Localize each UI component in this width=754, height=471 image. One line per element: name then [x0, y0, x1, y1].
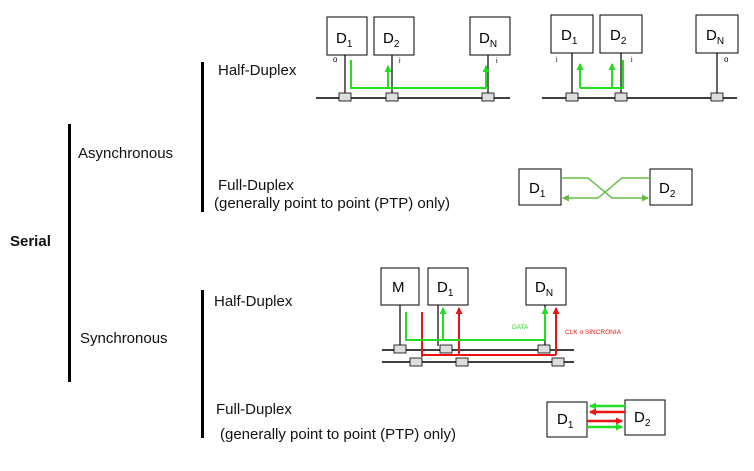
- in-marker: i: [631, 57, 633, 64]
- serial-bracket: [68, 124, 71, 382]
- clock-annotation: CLK o SINCRONIA: [565, 329, 622, 336]
- data-annotation: DATA: [512, 324, 529, 331]
- device-d2-box: D2: [599, 14, 643, 54]
- device-d1-box: D1: [427, 267, 469, 306]
- half-duplex-async-label: Half-Duplex: [218, 62, 297, 79]
- device-d1-box: D1: [550, 14, 594, 54]
- device-master-label: M: [392, 279, 405, 296]
- sync-full-duplex: D1 D2: [546, 399, 666, 438]
- async-half-duplex-right: D1 D2 DN i i o: [542, 14, 739, 102]
- device-d2-label: D: [634, 409, 645, 426]
- full-duplex-sync-note: (generally point to point (PTP) only): [220, 426, 456, 443]
- full-duplex-async-label: Full-Duplex: [218, 177, 294, 194]
- device-dn-label: D: [535, 279, 546, 296]
- device-d2-label: D: [659, 180, 670, 197]
- in-marker: i: [556, 57, 558, 64]
- serial-label: Serial: [10, 233, 51, 250]
- svg-text:D1: D1: [529, 180, 546, 200]
- device-dn-box: DN: [469, 16, 511, 56]
- svg-text:DN: DN: [479, 30, 497, 50]
- svg-text:D2: D2: [610, 27, 627, 47]
- svg-text:DN: DN: [535, 279, 553, 299]
- full-duplex-async-note: (generally point to point (PTP) only): [214, 195, 450, 212]
- device-dn-label: D: [706, 27, 717, 44]
- device-d1-label: D: [437, 279, 448, 296]
- in-marker: i: [496, 58, 498, 65]
- sync-half-duplex: M D1 DN DATA CLK o SINCRONIA: [380, 267, 622, 367]
- device-d1-box: D1: [326, 16, 368, 56]
- half-duplex-sync-label: Half-Duplex: [214, 293, 293, 310]
- svg-text:D2: D2: [634, 409, 651, 429]
- svg-text:D1: D1: [336, 30, 353, 50]
- async-half-duplex-left: D1 D2 DN o i i: [316, 16, 511, 102]
- device-master-box: M: [380, 267, 420, 306]
- device-d2-box: D2: [624, 399, 666, 436]
- device-d1-box: D1: [518, 168, 562, 206]
- svg-text:DN: DN: [706, 27, 724, 47]
- asynchronous-label: Asynchronous: [78, 145, 174, 162]
- svg-text:D2: D2: [383, 30, 400, 50]
- sync-bracket: [201, 290, 204, 438]
- device-d1-label: D: [561, 27, 572, 44]
- async-bracket: [201, 62, 204, 212]
- out-marker: o: [333, 55, 338, 64]
- svg-text:D2: D2: [659, 180, 676, 200]
- device-dn-box: DN: [525, 267, 567, 306]
- device-dn-label: D: [479, 30, 490, 47]
- device-d2-box: D2: [373, 16, 415, 56]
- device-d1-label: D: [529, 180, 540, 197]
- device-d2-label: D: [610, 27, 621, 44]
- out-marker: o: [724, 55, 729, 64]
- svg-text:D1: D1: [557, 411, 574, 431]
- async-full-duplex: D1 D2: [518, 168, 693, 206]
- synchronous-label: Synchronous: [80, 330, 168, 347]
- device-d1-label: D: [557, 411, 568, 428]
- svg-text:D1: D1: [561, 27, 578, 47]
- device-d2-box: D2: [649, 168, 693, 206]
- device-d1-box: D1: [546, 401, 588, 438]
- full-duplex-sync-label: Full-Duplex: [216, 401, 292, 418]
- in-marker: i: [399, 58, 401, 65]
- device-dn-box: DN: [695, 14, 739, 54]
- device-d1-label: D: [336, 30, 347, 47]
- svg-text:D1: D1: [437, 279, 454, 299]
- device-d2-label: D: [383, 30, 394, 47]
